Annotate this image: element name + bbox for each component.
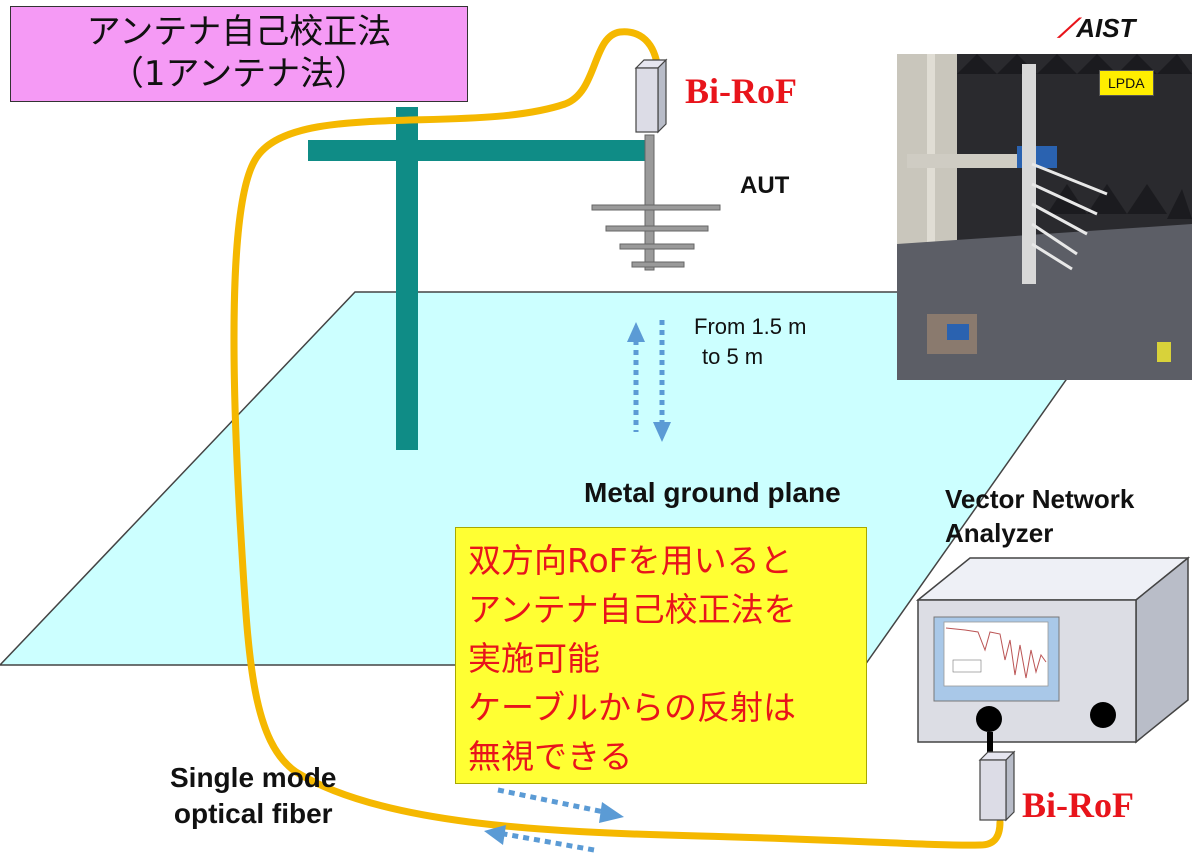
bidirectional-signal-arrows	[484, 787, 624, 853]
mast-boom	[308, 140, 653, 161]
vna-label: Vector Network Analyzer	[945, 482, 1134, 550]
title-line2: （1アンテナ法）	[109, 54, 369, 94]
note-line: 双方向RoFを用いると	[468, 541, 793, 580]
note-line: アンテナ自己校正法を	[468, 590, 797, 629]
birof-bottom-label: Bi-RoF	[1022, 785, 1134, 825]
note-line: ケーブルからの反射は	[468, 688, 797, 727]
aist-logo-text: AIST	[1076, 13, 1136, 43]
ground-plane-label: Metal ground plane	[584, 477, 841, 508]
note-line: 実施可能	[468, 639, 600, 678]
note-box: 双方向RoFを用いると アンテナ自己校正法を 実施可能 ケーブルからの反射は 無…	[455, 527, 867, 784]
fiber-label: Single mode optical fiber	[170, 760, 336, 832]
optical-fiber-cable	[230, 28, 1004, 849]
birof-unit-top-icon	[634, 58, 668, 134]
fiber-label-line2: optical fiber	[173, 798, 333, 829]
vna-label-line2: Analyzer	[945, 518, 1054, 548]
birof-unit-bottom-icon	[978, 750, 1016, 822]
lpda-tag: LPDA	[1099, 70, 1154, 96]
mast-vertical	[396, 107, 418, 450]
vna-label-line1: Vector Network	[945, 484, 1135, 514]
title-line1: アンテナ自己校正法	[86, 12, 392, 52]
vector-network-analyzer-icon	[915, 556, 1191, 752]
fiber-label-line1: Single mode	[170, 762, 337, 793]
birof-top-label: Bi-RoF	[685, 71, 797, 111]
height-range-label: From 1.5 m to 5 m	[694, 312, 806, 372]
aist-swoosh-icon: ⟋	[1058, 13, 1077, 43]
aut-label: AUT	[740, 172, 790, 199]
note-line: 無視できる	[468, 737, 633, 776]
height-range-arrows	[627, 320, 671, 442]
photo-illustration	[897, 54, 1192, 380]
aist-logo: ⟋AIST	[1058, 13, 1135, 45]
lpda-photo	[897, 54, 1192, 380]
height-range-line2: to 5 m	[702, 344, 764, 369]
title-box: アンテナ自己校正法 （1アンテナ法）	[10, 6, 468, 102]
aut-antenna-icon	[591, 134, 721, 271]
height-range-line1: From 1.5 m	[694, 314, 807, 339]
